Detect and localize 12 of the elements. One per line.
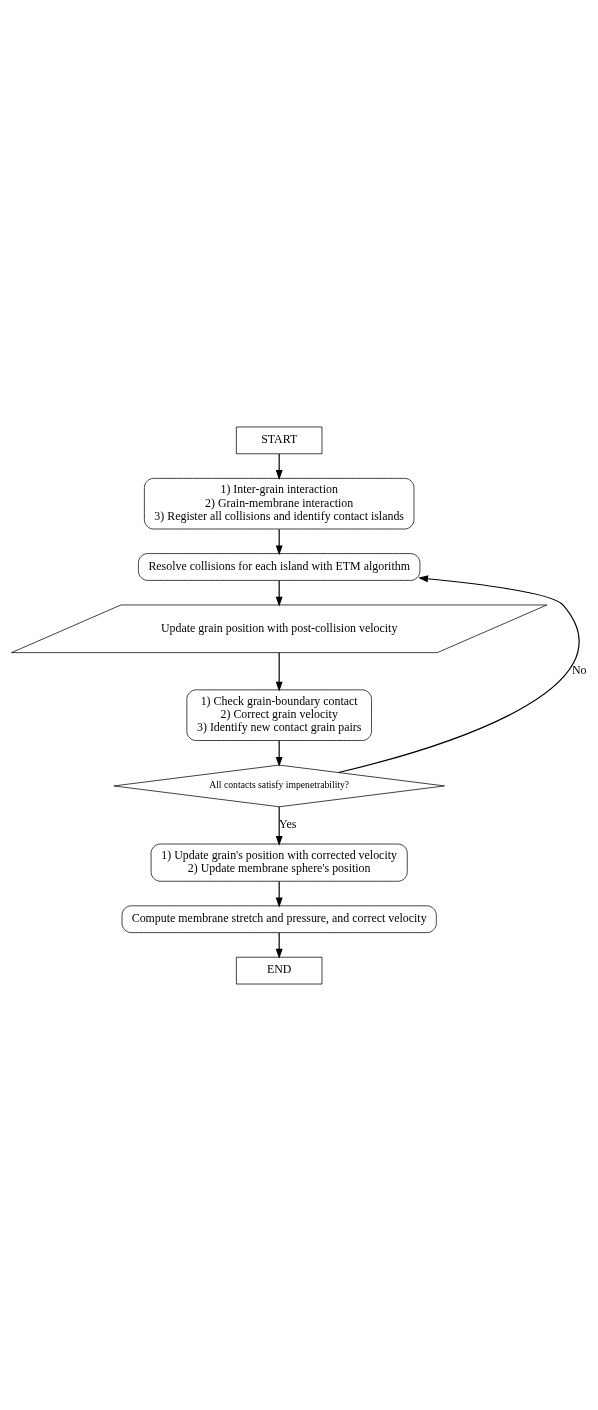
arrow xyxy=(275,651,283,692)
edge-label: No xyxy=(572,662,587,677)
node-box: Resolve collisions for each island with ETM algorithm xyxy=(138,552,421,581)
node-box: START xyxy=(236,426,323,454)
node-box: 1) Check grain-boundary contact 2) Correct grain velocity 3) Identify new contact grain pairs xyxy=(186,689,372,741)
node-box: 1) Update grain's position with corrected velocity 2) Update membrane sphere's position xyxy=(150,843,408,882)
node-box: END xyxy=(236,956,323,984)
arrow xyxy=(275,805,283,846)
arrow xyxy=(337,574,580,773)
node-box: 1) Inter-grain interaction 2) Grain-membrane interaction 3) Register all collisions and identify contact islands xyxy=(144,477,415,529)
node-box: Compute membrane stretch and pressure, and correct velocity xyxy=(121,904,437,933)
node-diamond: All contacts satisfy impenetrability? xyxy=(113,764,445,807)
